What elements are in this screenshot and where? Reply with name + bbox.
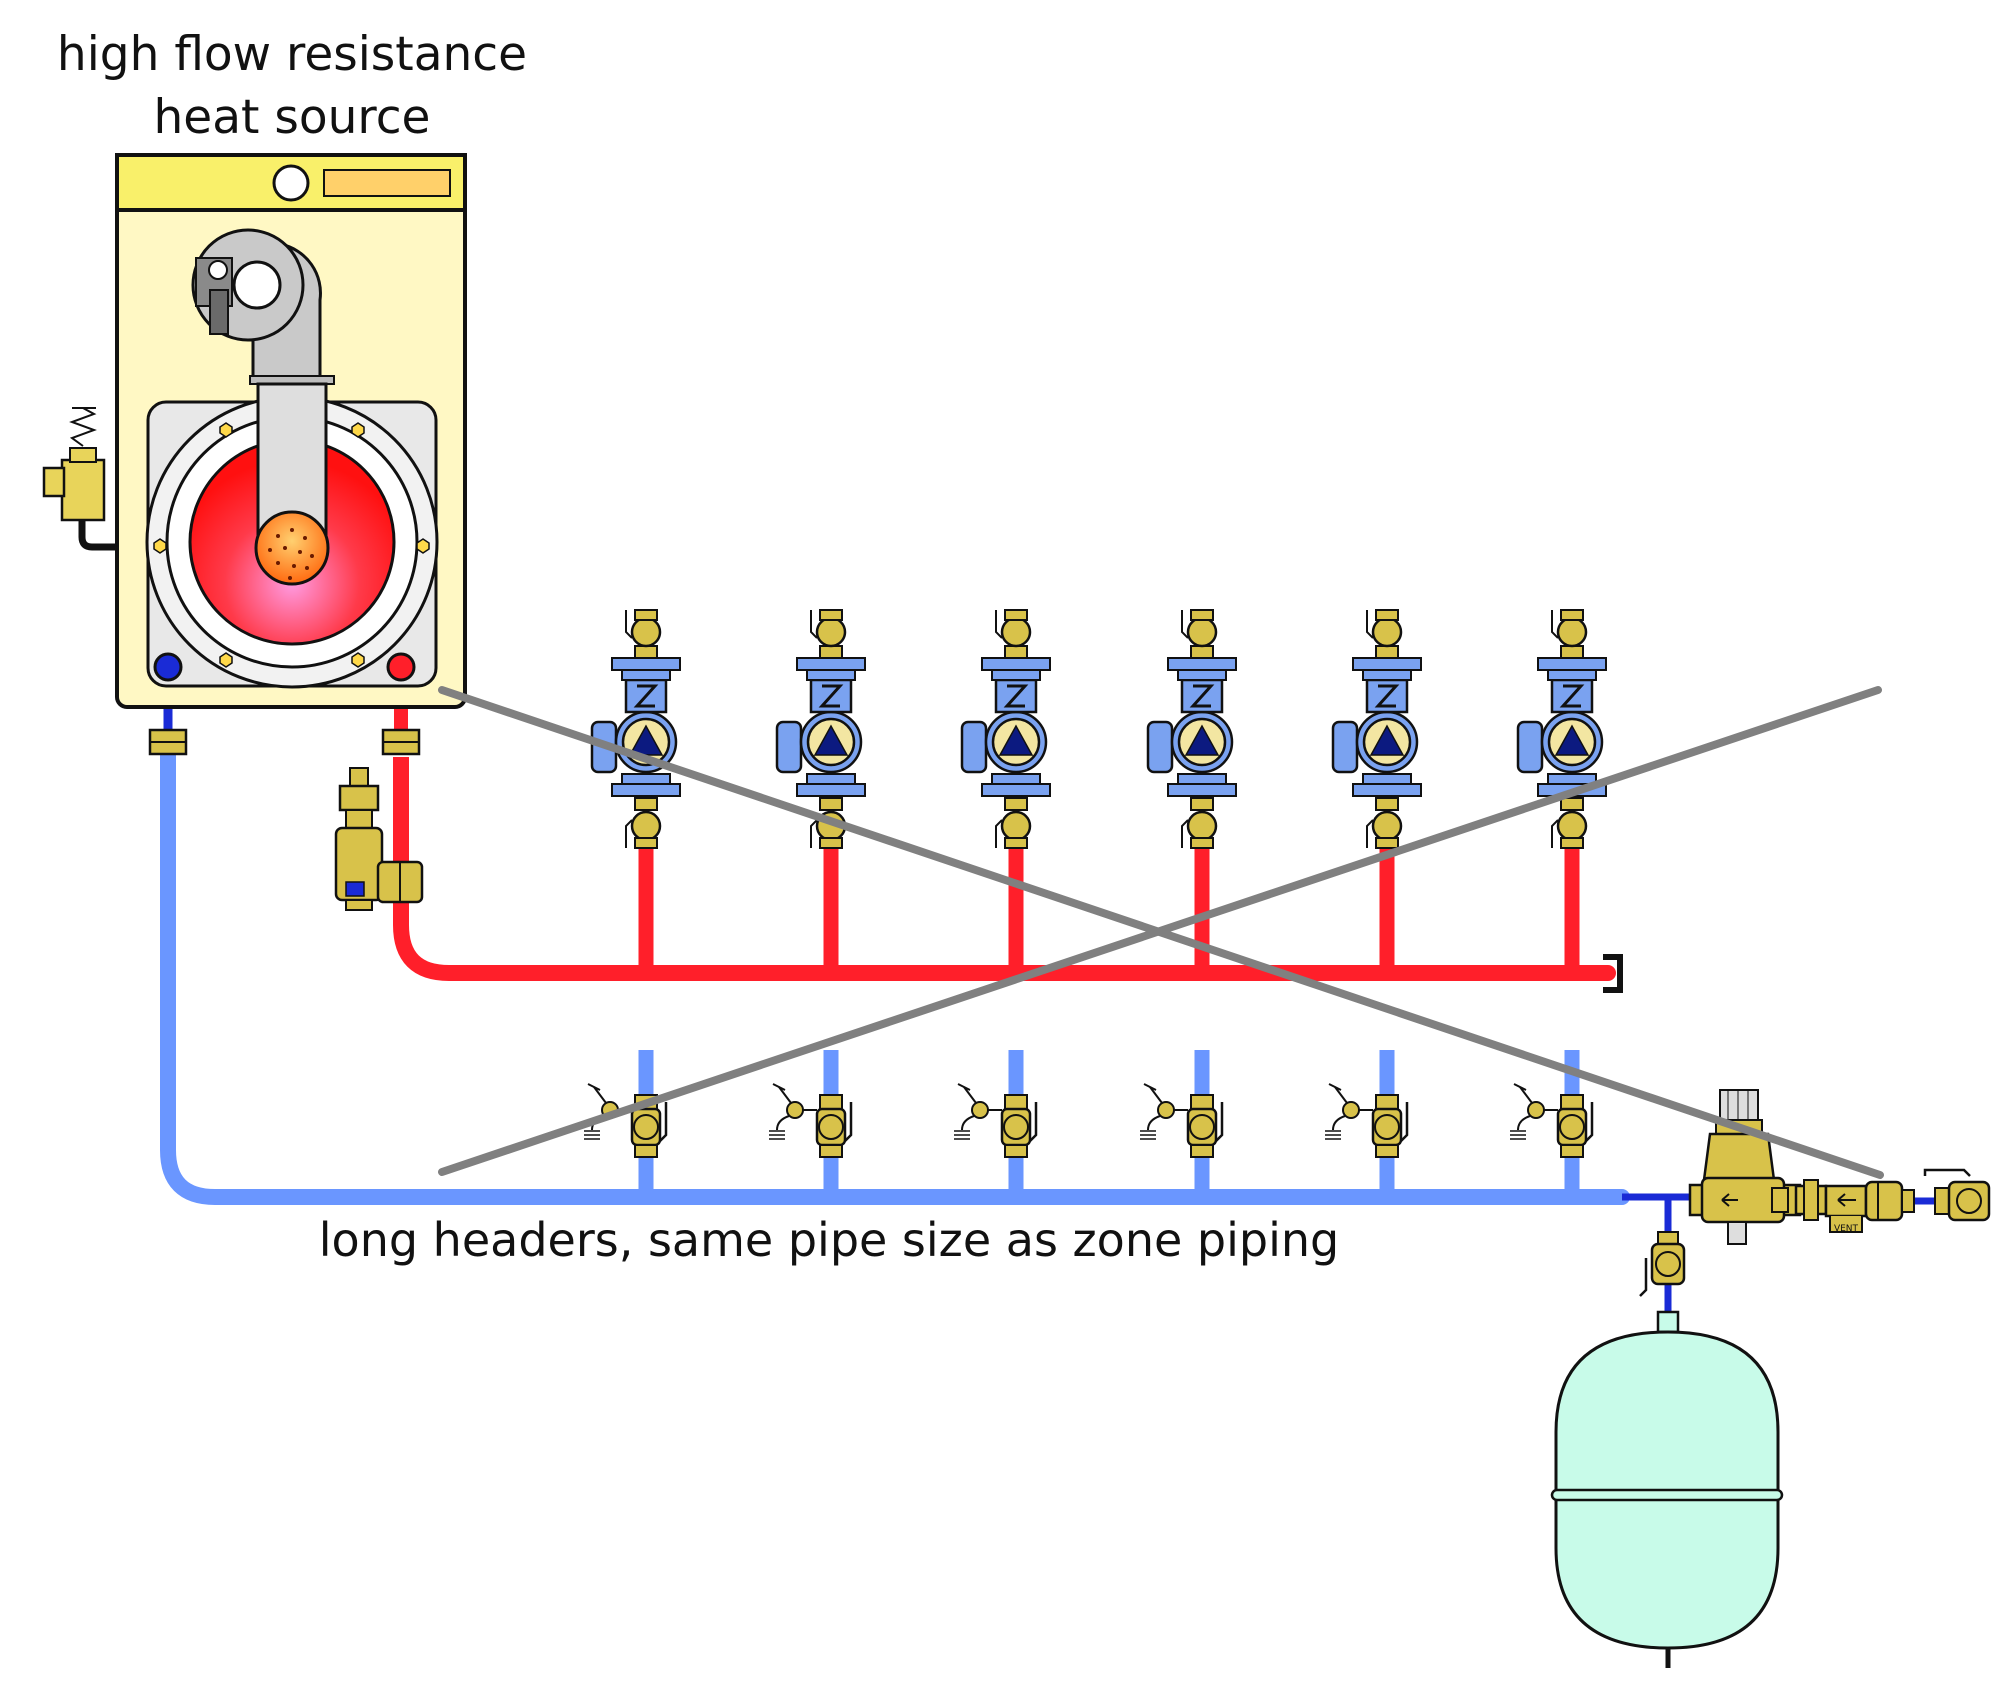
zone-branch-3: [954, 610, 1050, 1192]
ball-valve-icon: [1140, 1050, 1222, 1192]
return-connection-icon: [153, 652, 183, 682]
backflow-preventer-icon: VENT: [1794, 1179, 1915, 1234]
ball-valve-icon: [954, 1050, 1036, 1192]
zone-branch-5: [1325, 610, 1421, 1192]
circulator-pump-icon: [1333, 610, 1421, 970]
circulator-pump-icon: [592, 610, 680, 970]
expansion-tank-icon: [1550, 1310, 1784, 1668]
vent-label: VENT: [1834, 1224, 1859, 1234]
title-line-1: high flow resistance: [57, 27, 527, 82]
ball-valve-icon: [1325, 1050, 1407, 1192]
air-separator-icon: [334, 767, 424, 911]
supply-header: [393, 862, 1623, 993]
circulator-pump-icon: [1148, 610, 1236, 970]
cross-out-mark: [438, 686, 1884, 1179]
return-union-icon: [148, 728, 188, 756]
boiler: [115, 153, 467, 709]
return-header: [160, 732, 1630, 1205]
zone-branch-4: [1140, 610, 1236, 1192]
supply-union-icon: [381, 728, 421, 756]
zone-branch-2: [769, 610, 865, 1192]
pressure-relief-valve-icon: [42, 407, 117, 551]
supply-connection-icon: [386, 652, 416, 682]
circulator-pump-icon: [777, 610, 865, 970]
power-light-icon: [272, 164, 310, 202]
circulator-pump-icon: [1518, 610, 1606, 970]
zone-branch-6: [1510, 610, 1606, 1192]
title-line-2: heat source: [154, 90, 431, 145]
display-panel: [323, 169, 451, 197]
ball-valve-icon: [1639, 1231, 1686, 1297]
inlet-ball-valve-icon: [1923, 1168, 1991, 1222]
circulator-pump-icon: [962, 610, 1050, 970]
ball-valve-icon: [769, 1050, 851, 1192]
caption-label: long headers, same pipe size as zone pip…: [319, 1213, 1339, 1267]
zone-branches: [584, 610, 1606, 1192]
